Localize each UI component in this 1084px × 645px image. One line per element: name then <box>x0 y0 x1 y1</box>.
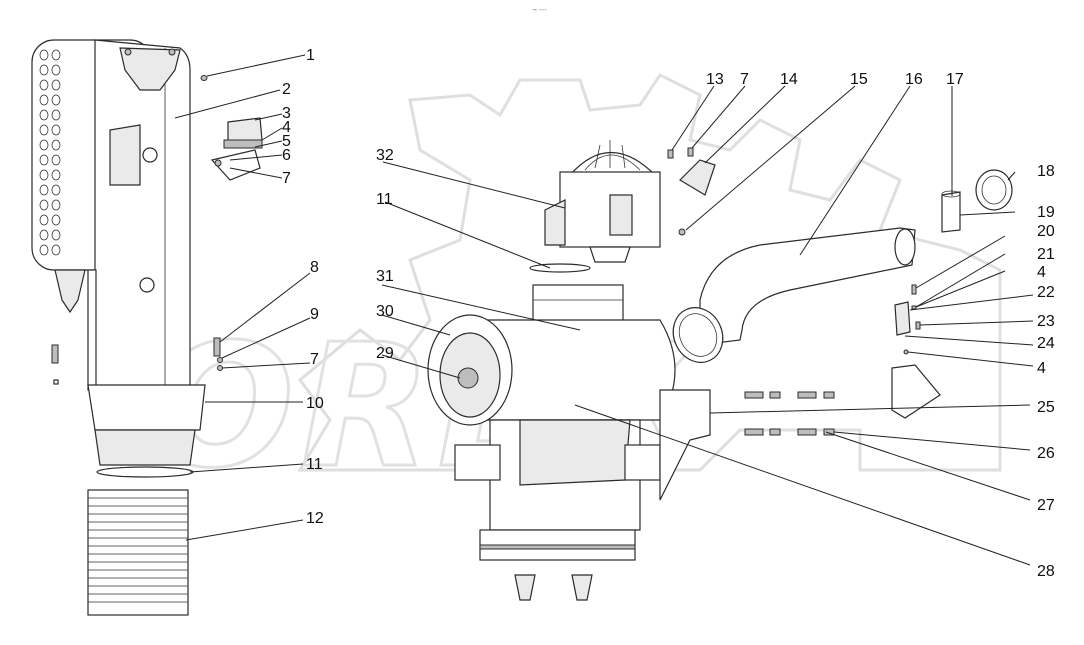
callout-18: 18 <box>1037 163 1055 180</box>
callout-2: 2 <box>282 81 291 98</box>
part-13-bolt <box>667 149 674 159</box>
side-pipe <box>87 269 97 391</box>
callout-32: 32 <box>376 147 394 164</box>
part-7-nut-top <box>687 147 694 157</box>
part-24-mount <box>891 364 941 419</box>
part-8-bolt <box>213 337 221 357</box>
center-filter-assembly <box>427 140 1013 601</box>
part-20-bolt <box>911 284 917 295</box>
part-4-washer-right <box>903 349 909 355</box>
callout-30: 30 <box>376 303 394 320</box>
precleaner-stem <box>589 246 631 263</box>
side-slot <box>109 124 141 186</box>
part-7-nut <box>217 365 223 371</box>
precleaner-latch <box>609 194 633 236</box>
callout-28: 28 <box>1037 563 1055 580</box>
intake-pipe <box>699 227 916 346</box>
corrugated-hose <box>87 489 189 616</box>
callout-13: 13 <box>706 71 724 88</box>
callout-7: 7 <box>310 351 319 368</box>
part-23-screw <box>915 321 921 330</box>
callout-3: 3 <box>282 105 291 122</box>
base-valve-left <box>514 574 536 601</box>
callout-4: 4 <box>1037 360 1046 377</box>
callout-24: 24 <box>1037 335 1055 352</box>
callout-29: 29 <box>376 345 394 362</box>
bolt-row-upper <box>744 391 835 399</box>
part-22-bracket <box>894 301 911 336</box>
callout-26: 26 <box>1037 445 1055 462</box>
callout-labels: 1 2 3 4 5 6 7 8 9 7 10 11 12 13 7 14 15 … <box>282 47 1055 580</box>
base-valve-right <box>571 574 593 601</box>
callout-6: 6 <box>282 147 291 164</box>
side-bracket <box>659 389 711 501</box>
callout-4: 4 <box>282 119 291 136</box>
perforation-holes <box>39 49 61 256</box>
callout-16: 16 <box>905 71 923 88</box>
part-4-strip <box>223 139 263 149</box>
column-body <box>94 39 191 401</box>
callout-23: 23 <box>1037 313 1055 330</box>
part-18-clamp <box>975 169 1013 211</box>
bolt-row-lower <box>744 428 835 436</box>
lower-inlet <box>519 419 631 486</box>
lower-body <box>87 384 206 431</box>
callout-17: 17 <box>946 71 964 88</box>
outlet-cone <box>94 429 196 466</box>
part-15-bolt <box>678 228 686 236</box>
callout-7: 7 <box>282 170 291 187</box>
precleaner-inlet <box>544 199 566 246</box>
callout-8: 8 <box>310 259 319 276</box>
part-21-washer <box>911 305 917 310</box>
clamp-center <box>529 263 591 273</box>
leader-lines <box>174 54 1034 566</box>
callout-7: 7 <box>740 71 749 88</box>
callout-19: 19 <box>1037 204 1055 221</box>
callout-21: 21 <box>1037 246 1055 263</box>
drain-valve <box>54 269 86 314</box>
callout-11: 11 <box>376 191 393 208</box>
callout-1: 1 <box>306 47 315 64</box>
top-mark: ¬ --- <box>532 5 547 14</box>
lower-right-foot <box>624 444 661 481</box>
callout-11: 11 <box>306 456 323 473</box>
top-bracket <box>119 47 181 91</box>
callout-4: 4 <box>1037 264 1046 281</box>
callout-14: 14 <box>780 71 798 88</box>
small-bolt-left <box>51 344 59 364</box>
part-1-nut <box>200 75 208 81</box>
callout-10: 10 <box>306 395 324 412</box>
watermark-gear <box>297 73 1002 472</box>
callout-27: 27 <box>1037 497 1055 514</box>
callout-15: 15 <box>850 71 868 88</box>
part-9-washer <box>217 357 223 363</box>
part-6-clamp <box>210 149 261 181</box>
callout-9: 9 <box>310 306 319 323</box>
clamp-left <box>96 466 194 478</box>
dial-center <box>457 367 479 389</box>
callout-22: 22 <box>1037 284 1055 301</box>
callout-25: 25 <box>1037 399 1055 416</box>
callout-20: 20 <box>1037 223 1055 240</box>
lower-left-foot <box>454 444 501 481</box>
callout-12: 12 <box>306 510 324 527</box>
callout-31: 31 <box>376 268 394 285</box>
left-filter-assembly <box>31 39 263 616</box>
part-17-sleeve <box>941 191 961 233</box>
callout-5: 5 <box>282 133 291 150</box>
part-14-bracket <box>679 159 716 196</box>
